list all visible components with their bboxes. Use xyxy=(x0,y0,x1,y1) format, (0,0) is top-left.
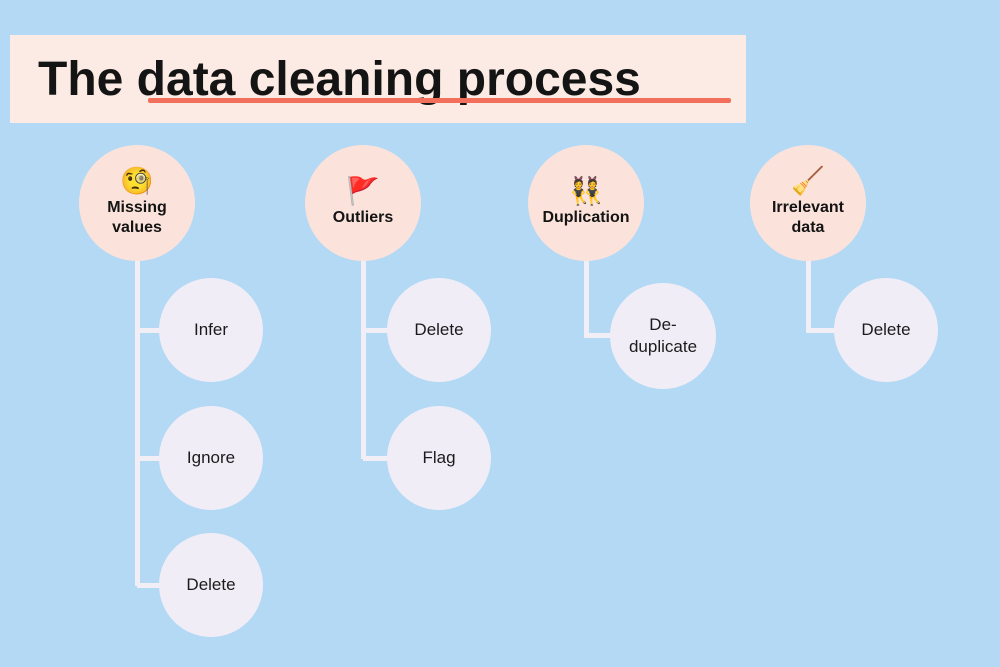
node-outliers-label: Outliers xyxy=(332,208,394,226)
dancing-twins-icon: 👯 xyxy=(569,176,603,207)
node-delete-missing: Delete xyxy=(159,533,263,637)
node-delete-irrelevant: Delete xyxy=(834,278,938,382)
node-deduplicate-label: De- duplicate xyxy=(628,314,698,356)
connector-horizontal-infer xyxy=(137,328,167,333)
node-flag-label: Flag xyxy=(422,447,456,467)
node-ignore: Ignore xyxy=(159,406,263,510)
node-missing-values: 🧐 Missing values xyxy=(79,145,195,261)
node-delete-outliers: Delete xyxy=(387,278,491,382)
monocle-face-icon: 🧐 xyxy=(120,165,154,196)
node-irrelevant-data-label: Irrelevant data xyxy=(771,198,845,237)
red-flag-icon: 🚩 xyxy=(346,176,380,207)
title-banner: The data cleaning process xyxy=(10,35,746,123)
node-duplication: 👯 Duplication xyxy=(528,145,644,261)
connector-vertical-irrelevant-data xyxy=(806,256,811,333)
connector-horizontal-flag xyxy=(363,456,395,461)
connector-horizontal-ignore xyxy=(137,456,167,461)
connector-horizontal-delete-1 xyxy=(137,583,167,588)
node-delete-outliers-label: Delete xyxy=(414,319,464,339)
node-outliers: 🚩 Outliers xyxy=(305,145,421,261)
node-flag: Flag xyxy=(387,406,491,510)
node-ignore-label: Ignore xyxy=(186,447,236,467)
node-irrelevant-data: 🧹 Irrelevant data xyxy=(750,145,866,261)
connector-horizontal-deduplicate xyxy=(586,333,618,338)
broom-icon: 🧹 xyxy=(791,165,825,196)
connector-horizontal-delete-2 xyxy=(363,328,395,333)
node-infer-label: Infer xyxy=(193,319,229,339)
connector-vertical-missing-values xyxy=(135,256,140,586)
connector-vertical-duplication xyxy=(584,256,589,338)
node-duplication-label: Duplication xyxy=(542,208,630,226)
connector-vertical-outliers xyxy=(361,256,366,459)
node-infer: Infer xyxy=(159,278,263,382)
page-title: The data cleaning process xyxy=(38,52,641,106)
node-deduplicate: De- duplicate xyxy=(610,283,716,389)
connector-horizontal-delete-3 xyxy=(808,328,842,333)
node-delete-irrelevant-label: Delete xyxy=(861,319,911,339)
node-delete-missing-label: Delete xyxy=(186,574,236,594)
node-missing-values-label: Missing values xyxy=(107,198,167,237)
title-underline xyxy=(148,98,731,103)
